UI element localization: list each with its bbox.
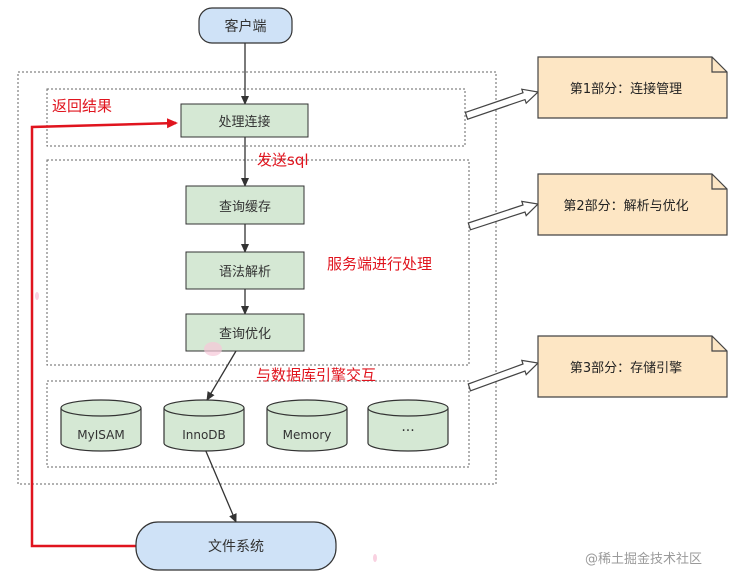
note-part2-fold — [711, 174, 727, 190]
return-result-path — [30, 118, 178, 548]
connect-node — [180, 103, 309, 138]
pink-smudge-small — [35, 292, 39, 300]
engine-innodb-cylinder — [163, 399, 245, 452]
note-part3-fold — [711, 336, 727, 352]
client-node — [198, 7, 293, 44]
pink-smudge-small-2 — [373, 554, 377, 562]
note-part1 — [537, 56, 728, 119]
note-part3 — [537, 335, 728, 398]
parser-node — [185, 251, 305, 290]
note-part1-fold — [711, 57, 727, 73]
server-boundary — [17, 71, 497, 485]
arrow-innodb-to-filesystem — [204, 448, 237, 523]
filesystem-node — [135, 521, 337, 571]
callout-arrow-part3 — [467, 359, 540, 392]
engine-more-cylinder — [367, 399, 449, 452]
callout-arrow-part2 — [467, 200, 540, 231]
watermark: @稀土掘金技术社区 — [585, 552, 703, 567]
pink-smudge — [204, 342, 222, 356]
cache-node — [185, 185, 305, 225]
connection-layer-box — [46, 88, 466, 147]
parse-optimize-layer-box — [46, 159, 470, 366]
note-part2 — [537, 173, 728, 236]
arrow-optimizer-to-innodb — [206, 350, 237, 401]
engine-myisam-cylinder — [60, 399, 142, 452]
optimizer-node — [185, 313, 305, 352]
storage-engine-layer-box — [46, 380, 470, 468]
engine-memory-cylinder — [266, 399, 348, 452]
callout-arrow-part1-body — [464, 88, 540, 120]
